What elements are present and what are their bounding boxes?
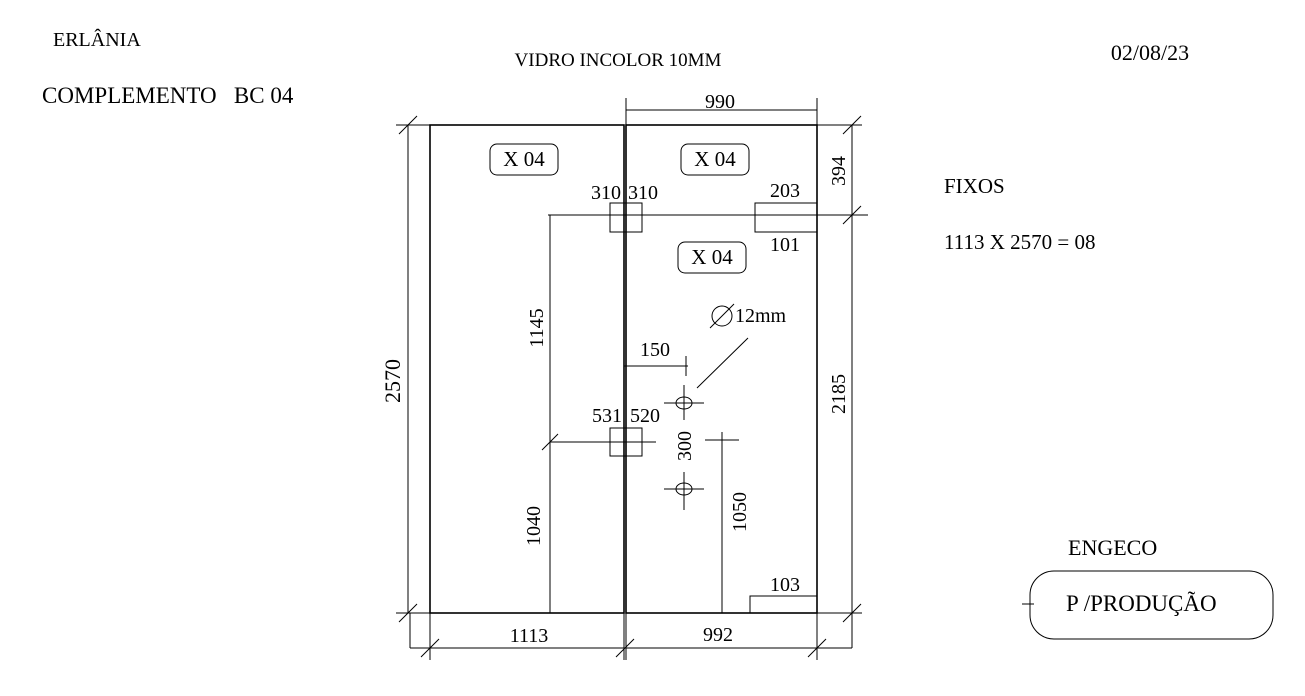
drawing-date: 02/08/23 (1111, 40, 1189, 65)
dim-bottom-left: 1113 (510, 625, 549, 647)
dim-hinge-top-right: 310 (628, 182, 658, 204)
dim-left-lower: 1040 (523, 506, 545, 546)
fixed-panel-left (429, 124, 625, 614)
fixed-spec: 1113 X 2570 = 08 (944, 230, 1095, 254)
glass-spec: VIDRO INCOLOR 10MM (515, 50, 722, 71)
dim-top-right: 394 (828, 156, 850, 186)
hinge-top (609, 202, 643, 233)
production-stamp: P /PRODUÇÃO (1022, 570, 1274, 640)
inner-lines (541, 214, 817, 613)
lock-top (754, 202, 818, 233)
diameter-symbol-icon (696, 303, 749, 389)
dim-hinge-mid-left: 531 (592, 405, 622, 427)
hole-lower (664, 472, 704, 510)
dim-hinge-top-left: 310 (591, 182, 621, 204)
dim-hole-diameter: 12mm (735, 305, 787, 327)
dim-top-width: 990 (705, 91, 735, 113)
hole-upper (664, 385, 704, 420)
client-name: ERLÂNIA (53, 28, 141, 51)
company-name: ENGECO (1068, 535, 1157, 560)
lock-bottom (749, 595, 818, 614)
dim-bottom-right: 992 (703, 624, 733, 646)
dim-bottom-lock: 103 (770, 574, 800, 596)
qty-badge-right-top: X 04 (680, 143, 750, 176)
dim-handle-height: 1050 (729, 492, 751, 532)
qty-badge-left: X 04 (489, 143, 559, 176)
fixed-title: FIXOS (944, 174, 1005, 198)
handle-line (705, 432, 739, 613)
dim-right-lower: 2185 (828, 374, 850, 414)
dim-hole-offset: 150 (640, 339, 670, 361)
dim-lock-top: 203 (770, 180, 800, 202)
dimension-lines (396, 98, 868, 660)
svg-text:X 04: X 04 (691, 245, 733, 269)
dim-left-upper: 1145 (526, 308, 548, 347)
qty-badge-right-middle: X 04 (677, 241, 747, 274)
dimension-texts: 990 2570 394 2185 1113 992 1145 1040 310… (380, 91, 850, 647)
dim-hinge-mid-right: 520 (630, 405, 660, 427)
complement-title: COMPLEMENTO BC 04 (42, 83, 294, 108)
svg-text:X 04: X 04 (503, 147, 545, 171)
dim-hole-spacing: 300 (674, 431, 696, 461)
svg-text:X 04: X 04 (694, 147, 736, 171)
hinge-middle (609, 427, 643, 457)
dim-total-height: 2570 (380, 359, 405, 403)
svg-text:P /PRODUÇÃO: P /PRODUÇÃO (1066, 591, 1217, 616)
dim-lock-bottom: 101 (770, 234, 800, 256)
